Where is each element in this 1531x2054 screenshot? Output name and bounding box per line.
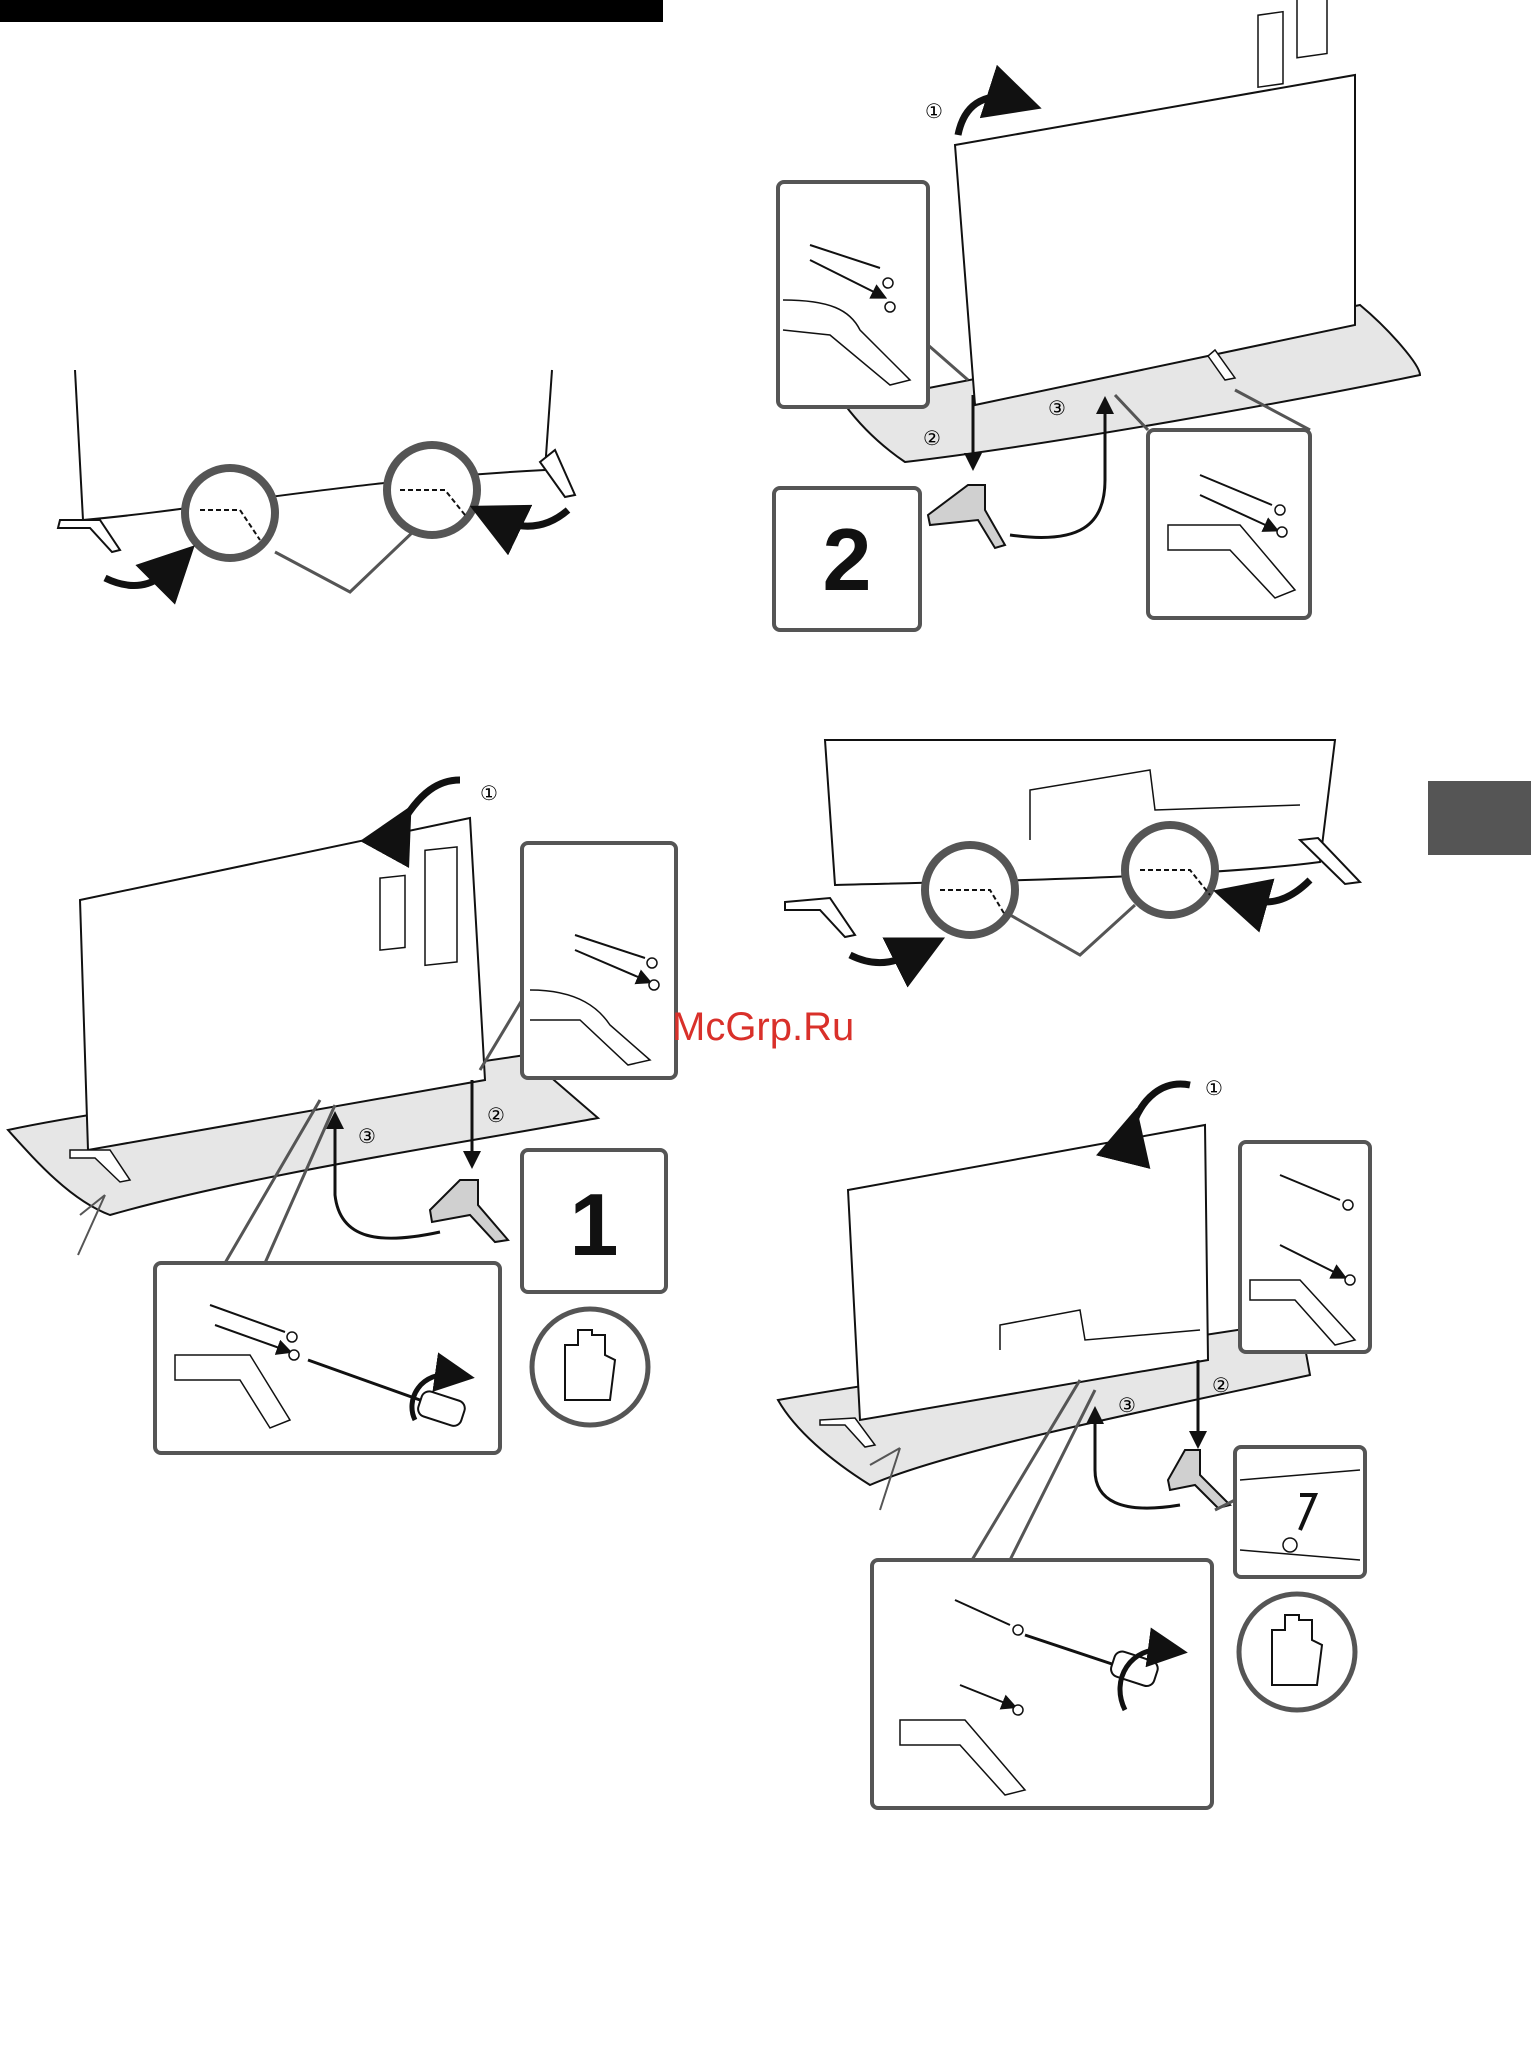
callout-2: ② [487,1105,505,1127]
zoom-circle-left [185,468,275,558]
rotate-arrow-right [495,510,568,526]
stand-piece [430,1180,508,1242]
panel-remove-stands-rear [785,740,1360,963]
panel-remove-stands-front [58,370,575,592]
zoom-circle-left [925,845,1015,935]
step2-number: 2 [823,510,872,609]
side-tab [1428,781,1531,855]
callout-2: ② [923,428,941,450]
zoom-circle-right [1125,825,1215,915]
panel-step1-rear: ① ② ③ [778,1078,1370,1808]
callout-1: ① [480,783,498,805]
left-stand-foot [58,520,120,552]
rotate-arrow-left [105,565,175,586]
stand-piece [1168,1450,1230,1508]
stand-piece [928,485,1005,548]
watermark-text: McGrp.Ru [672,1005,854,1049]
tv-rear [825,740,1335,885]
step1-number: 1 [570,1175,619,1274]
panel-step1: ① ② ③ 1 [8,780,676,1453]
tilt-arrow [958,97,1015,135]
callout-3: ③ [358,1126,376,1148]
callout-1: ① [1205,1078,1223,1100]
detail-box-top [1240,1142,1370,1352]
callout-3: ③ [1048,398,1066,420]
panel-step2: ① ② ③ 2 [774,0,1420,630]
header-bar [0,0,663,22]
right-stand-foot [540,450,575,497]
detail-box-bottom [872,1560,1212,1808]
detail-box-left [778,182,928,407]
callout-2: ② [1212,1375,1230,1397]
detail-box-marker [1235,1447,1365,1577]
callout-1: ① [925,101,943,123]
callout-3: ③ [1118,1395,1136,1417]
